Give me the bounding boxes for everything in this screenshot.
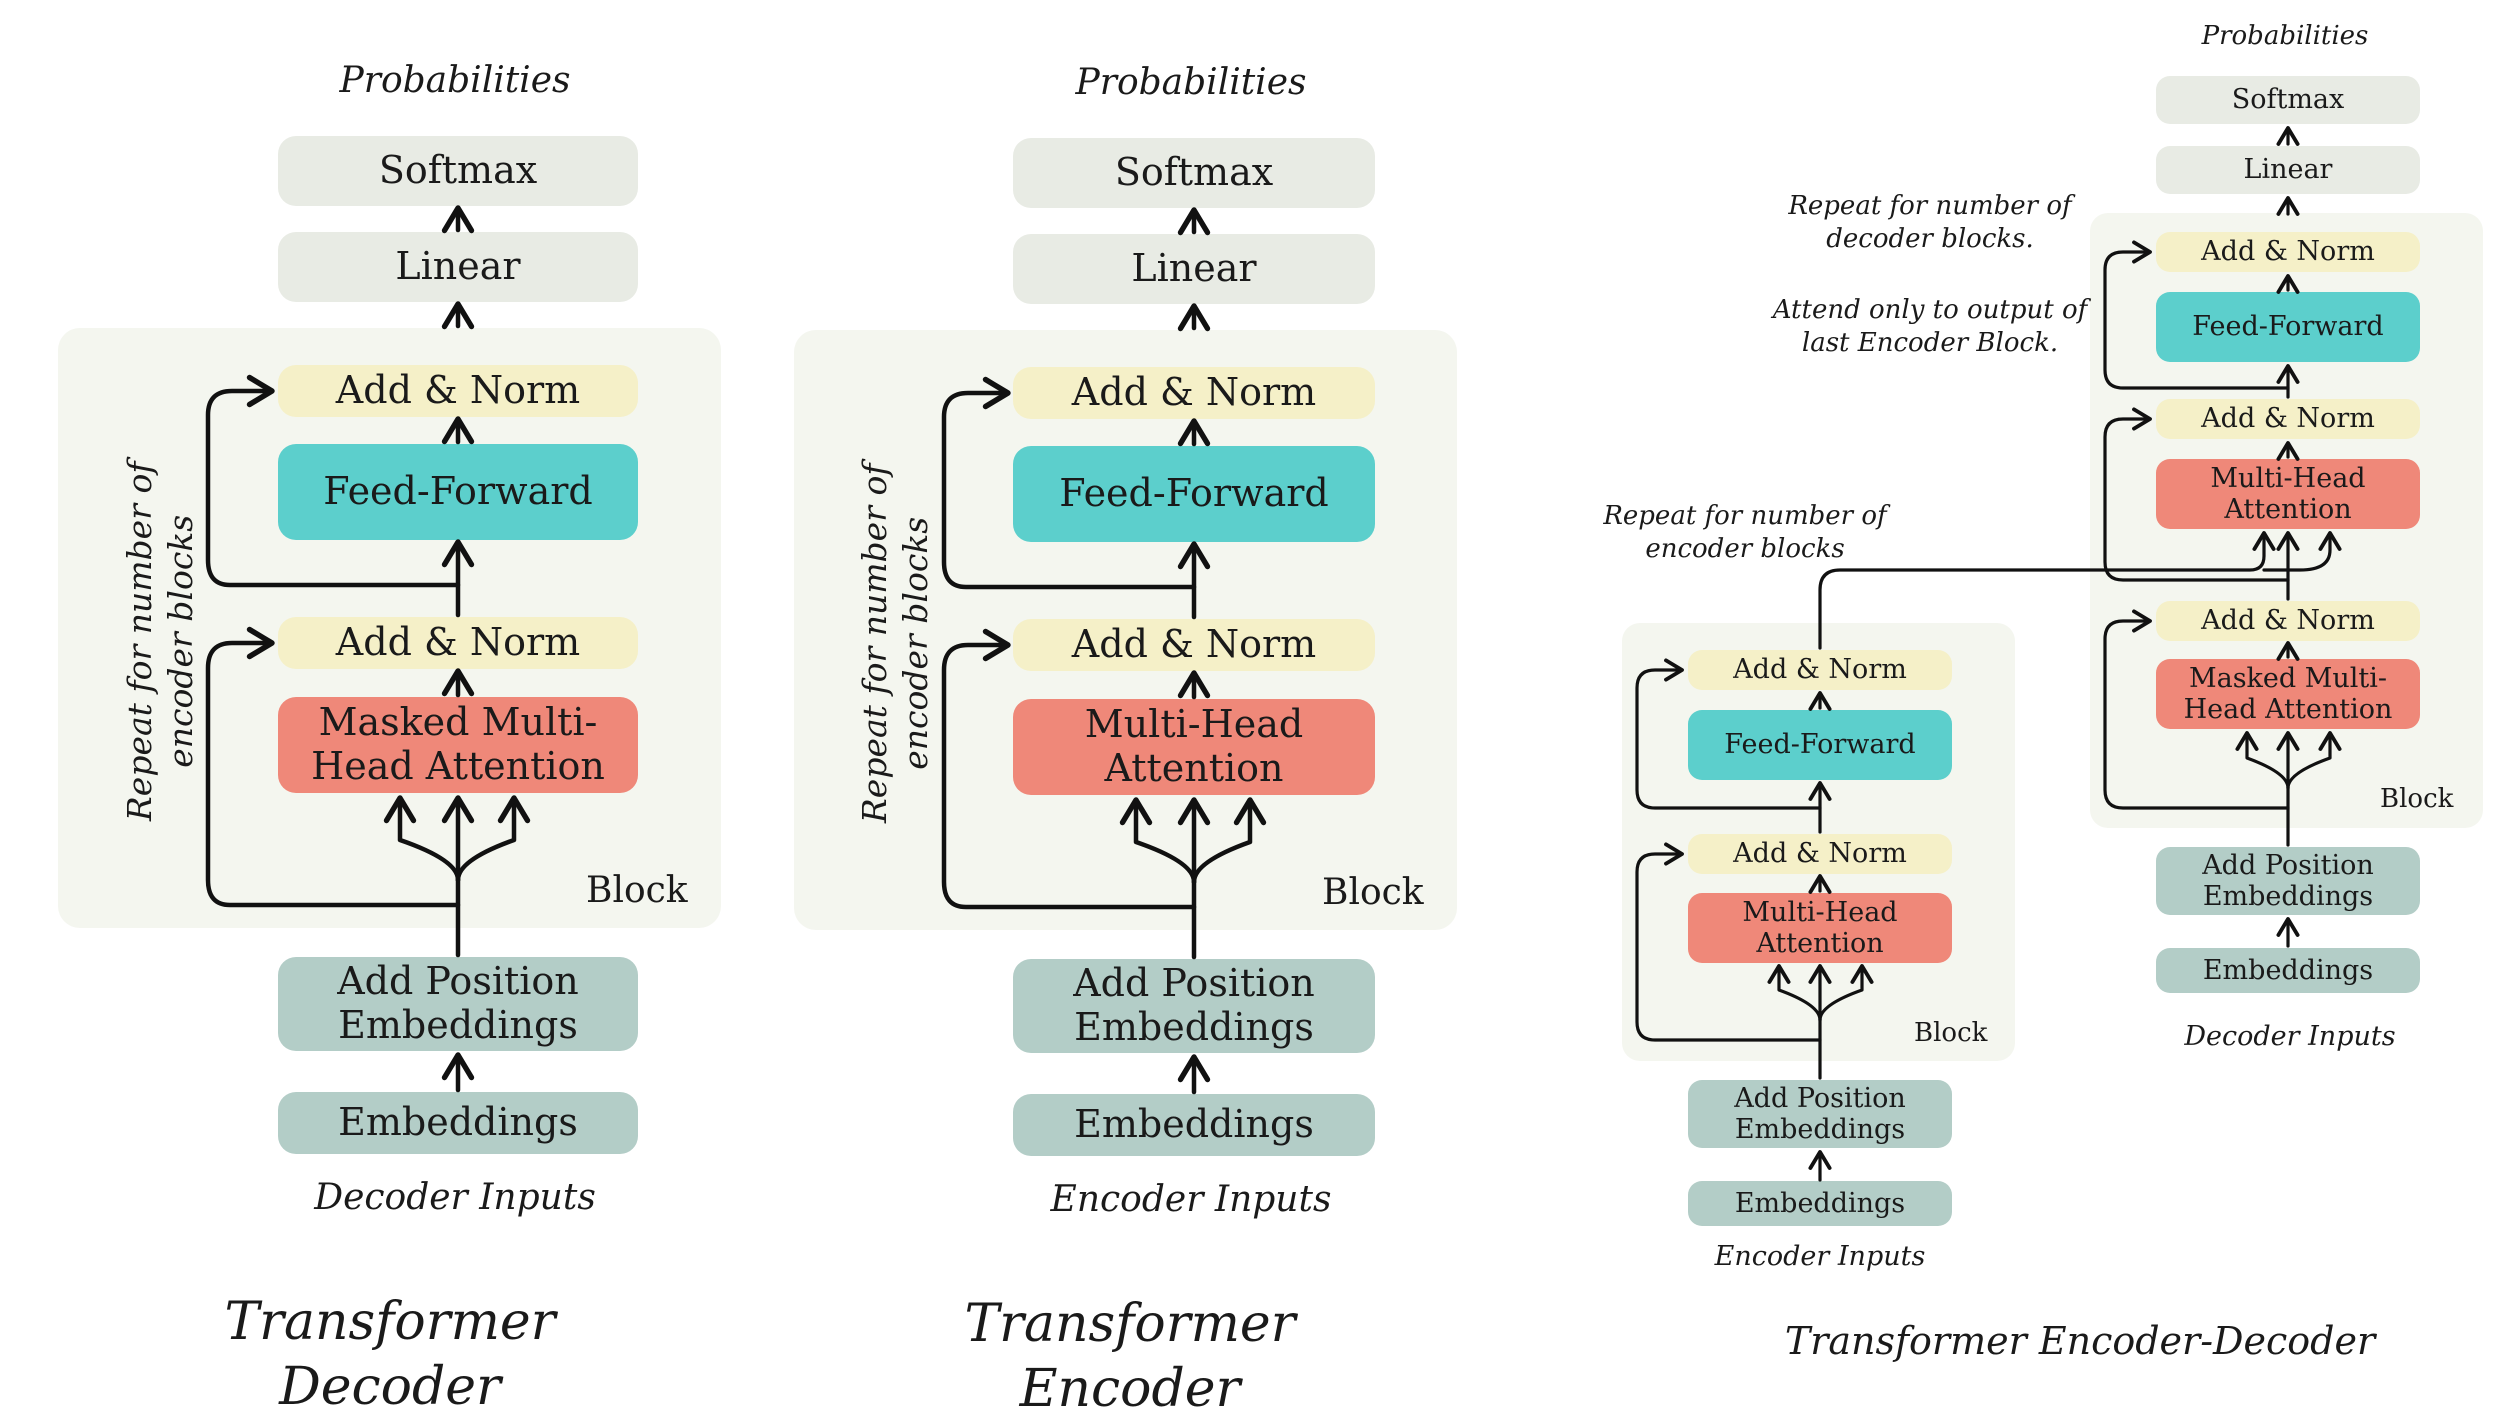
encdec-decoder-embeddings-box: Embeddings xyxy=(2156,948,2420,993)
encdec-decoder-linear-box: Linear xyxy=(2156,146,2420,194)
decoder-title: Transformer Decoder xyxy=(224,1292,556,1417)
encdec-decoder-add-norm-2-box: Add & Norm xyxy=(2156,399,2420,439)
encdec-encoder-block-label: Block xyxy=(1914,1018,1988,1048)
encdec-encoder-embeddings-box: Embeddings xyxy=(1688,1181,1952,1226)
encoder-add-norm-top-box: Add & Norm xyxy=(1013,367,1375,419)
encdec-encoder-inputs-label: Encoder Inputs xyxy=(1714,1241,1926,1272)
encdec-decoder-add-norm-3-box: Add & Norm xyxy=(2156,232,2420,272)
encdec-decoder-masked-attention-box: Masked Multi- Head Attention xyxy=(2156,659,2420,729)
decoder-probabilities-label: Probabilities xyxy=(339,60,571,101)
encdec-encoder-add-norm-top-box: Add & Norm xyxy=(1688,650,1952,690)
decoder-add-norm-top-box: Add & Norm xyxy=(278,365,638,417)
encoder-attention-box: Multi-Head Attention xyxy=(1013,699,1375,795)
encdec-encoder-add-norm-bottom-box: Add & Norm xyxy=(1688,834,1952,874)
encdec-decoder-block-label: Block xyxy=(2380,784,2454,814)
decoder-inputs-label: Decoder Inputs xyxy=(314,1177,596,1218)
encdec-decoder-feed-forward-box: Feed-Forward xyxy=(2156,292,2420,362)
encdec-decoder-cross-attention-box: Multi-Head Attention xyxy=(2156,459,2420,529)
decoder-linear-box: Linear xyxy=(278,232,638,302)
encdec-encoder-attention-box: Multi-Head Attention xyxy=(1688,893,1952,963)
encdec-title: Transformer Encoder-Decoder xyxy=(1784,1319,2376,1363)
encoder-linear-box: Linear xyxy=(1013,234,1375,304)
encoder-title: Transformer Encoder xyxy=(964,1294,1296,1419)
encdec-encoder-feed-forward-box: Feed-Forward xyxy=(1688,710,1952,780)
decoder-add-norm-bottom-box: Add & Norm xyxy=(278,617,638,669)
decoder-repeat-label: Repeat for number of encoder blocks xyxy=(119,461,200,822)
encdec-decoder-position-embeddings-box: Add Position Embeddings xyxy=(2156,847,2420,915)
encoder-inputs-label: Encoder Inputs xyxy=(1050,1179,1332,1220)
encoder-repeat-label: Repeat for number of encoder blocks xyxy=(854,463,935,824)
encdec-decoder-softmax-box: Softmax xyxy=(2156,76,2420,124)
encdec-decoder-probabilities-label: Probabilities xyxy=(2201,21,2369,51)
encoder-embeddings-box: Embeddings xyxy=(1013,1094,1375,1156)
encoder-probabilities-label: Probabilities xyxy=(1075,62,1307,103)
encoder-softmax-box: Softmax xyxy=(1013,138,1375,208)
decoder-embeddings-box: Embeddings xyxy=(278,1092,638,1154)
encdec-decoder-add-norm-1-box: Add & Norm xyxy=(2156,601,2420,641)
decoder-position-embeddings-box: Add Position Embeddings xyxy=(278,957,638,1051)
decoder-block-label: Block xyxy=(586,870,688,911)
decoder-masked-attention-box: Masked Multi- Head Attention xyxy=(278,697,638,793)
encdec-encoder-position-embeddings-box: Add Position Embeddings xyxy=(1688,1080,1952,1148)
encoder-feed-forward-box: Feed-Forward xyxy=(1013,446,1375,542)
encdec-decoder-inputs-label: Decoder Inputs xyxy=(2184,1021,2396,1052)
encdec-attend-note: Attend only to output of last Encoder Bl… xyxy=(1772,295,2088,358)
encdec-encoder-repeat-label: Repeat for number of encoder blocks xyxy=(1603,501,1887,564)
encoder-block-label: Block xyxy=(1322,872,1424,913)
encoder-add-norm-bottom-box: Add & Norm xyxy=(1013,619,1375,671)
encdec-decoder-repeat-label: Repeat for number of decoder blocks. xyxy=(1788,191,2072,254)
encoder-position-embeddings-box: Add Position Embeddings xyxy=(1013,959,1375,1053)
decoder-softmax-box: Softmax xyxy=(278,136,638,206)
decoder-feed-forward-box: Feed-Forward xyxy=(278,444,638,540)
